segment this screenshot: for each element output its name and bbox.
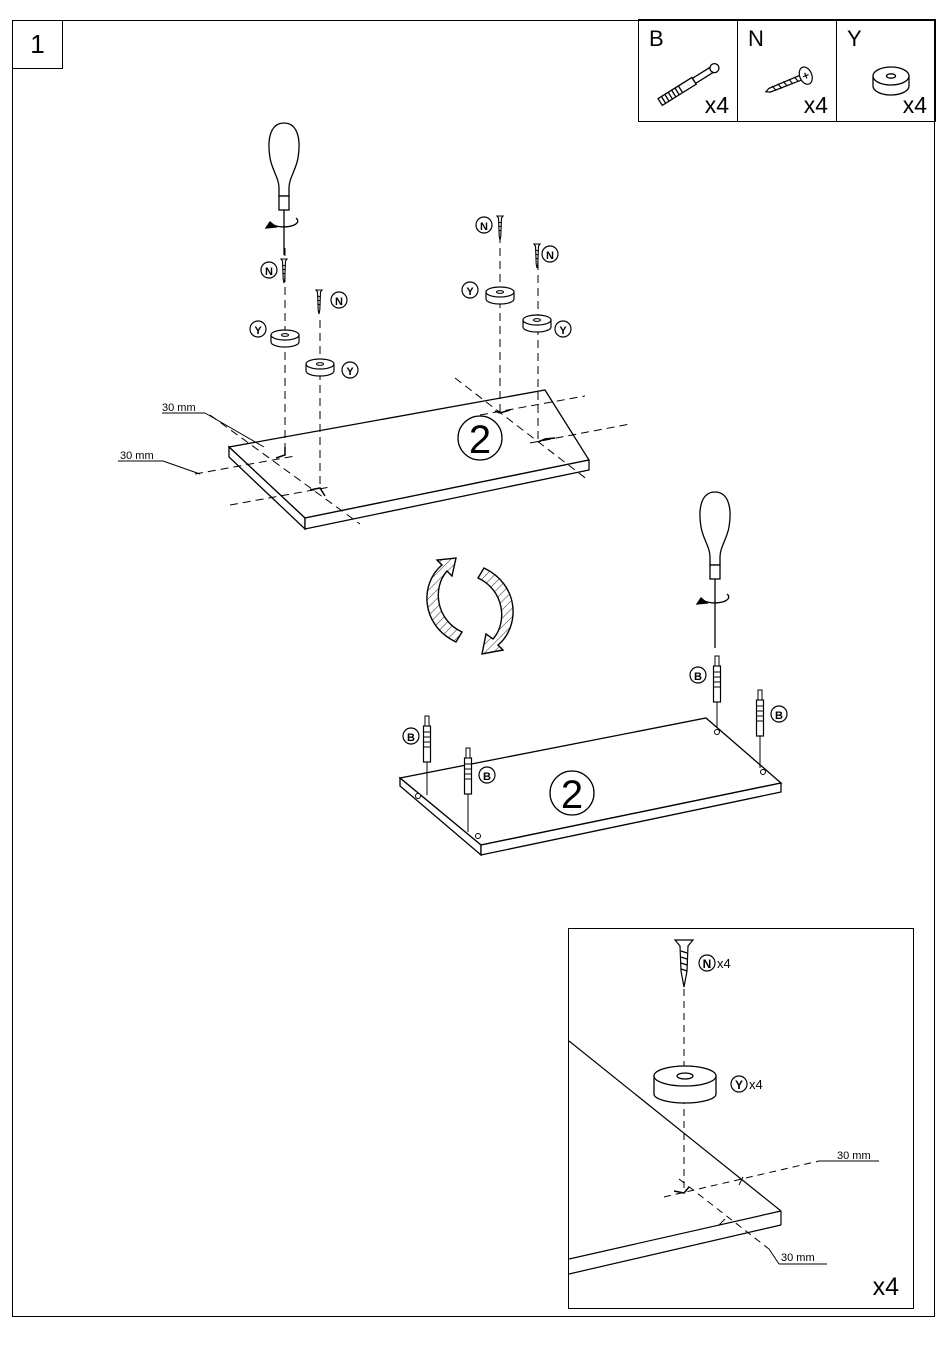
repeat-multiplier: x4 — [873, 1273, 899, 1302]
callout-b: B — [403, 728, 419, 744]
screwdriver-icon — [266, 123, 299, 255]
svg-text:B: B — [407, 732, 415, 744]
svg-text:N: N — [335, 296, 343, 308]
callout-n: N — [331, 292, 347, 308]
callout-y: Y — [735, 1078, 743, 1092]
panel-number: 2 — [561, 773, 583, 817]
callout-n: N — [261, 262, 277, 278]
panel-top — [229, 390, 589, 529]
flip-arrows-icon — [427, 558, 513, 654]
callout-b: B — [771, 706, 787, 722]
detail-inset: N x4 Y x4 30 mm 30 mm x4 — [568, 928, 914, 1309]
svg-text:N: N — [546, 250, 554, 262]
callout-n: N — [542, 246, 558, 262]
callout-y: Y — [342, 362, 358, 378]
svg-text:N: N — [480, 221, 488, 233]
svg-text:Y: Y — [346, 366, 354, 378]
svg-text:B: B — [483, 771, 491, 783]
foot-qty: x4 — [749, 1077, 763, 1092]
svg-text:Y: Y — [466, 286, 474, 298]
screw-qty: x4 — [717, 956, 731, 971]
svg-text:Y: Y — [254, 325, 262, 337]
dim-label: 30 mm — [837, 1150, 871, 1162]
screwdriver-icon — [697, 492, 730, 648]
svg-text:N: N — [265, 266, 273, 278]
callout-b: B — [690, 667, 706, 683]
glide-foot-icon — [654, 1066, 716, 1103]
dim-label: 30 mm — [120, 450, 154, 462]
callout-b: B — [479, 767, 495, 783]
svg-text:B: B — [775, 710, 783, 722]
dim-label: 30 mm — [781, 1252, 815, 1264]
panel-number: 2 — [469, 418, 491, 462]
callout-n: N — [476, 217, 492, 233]
callout-y: Y — [555, 321, 571, 337]
dim-label: 30 mm — [162, 402, 196, 414]
callout-y: Y — [462, 282, 478, 298]
detail-drawing: N x4 Y x4 30 mm 30 mm — [569, 929, 915, 1310]
screw-icon — [675, 940, 693, 987]
svg-text:Y: Y — [559, 325, 567, 337]
callout-n: N — [703, 957, 712, 971]
callout-y: Y — [250, 321, 266, 337]
svg-text:B: B — [694, 671, 702, 683]
